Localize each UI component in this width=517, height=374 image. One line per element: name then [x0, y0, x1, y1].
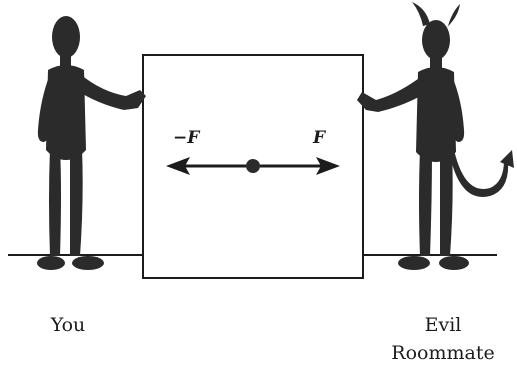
right-force-arrow: [260, 157, 340, 175]
person-silhouette-icon: [37, 16, 146, 270]
left-force-arrow: [166, 157, 246, 175]
roommate-label-line1: Evil: [424, 314, 462, 336]
negative-force-label: −F: [173, 128, 200, 148]
center-point: [246, 159, 260, 173]
force-label: F: [313, 128, 326, 148]
you-label: You: [50, 314, 86, 336]
evil-roommate-label: Evil Roommate: [378, 312, 508, 367]
roommate-label-line2: Roommate: [391, 341, 495, 364]
devil-silhouette-icon: [357, 2, 514, 270]
